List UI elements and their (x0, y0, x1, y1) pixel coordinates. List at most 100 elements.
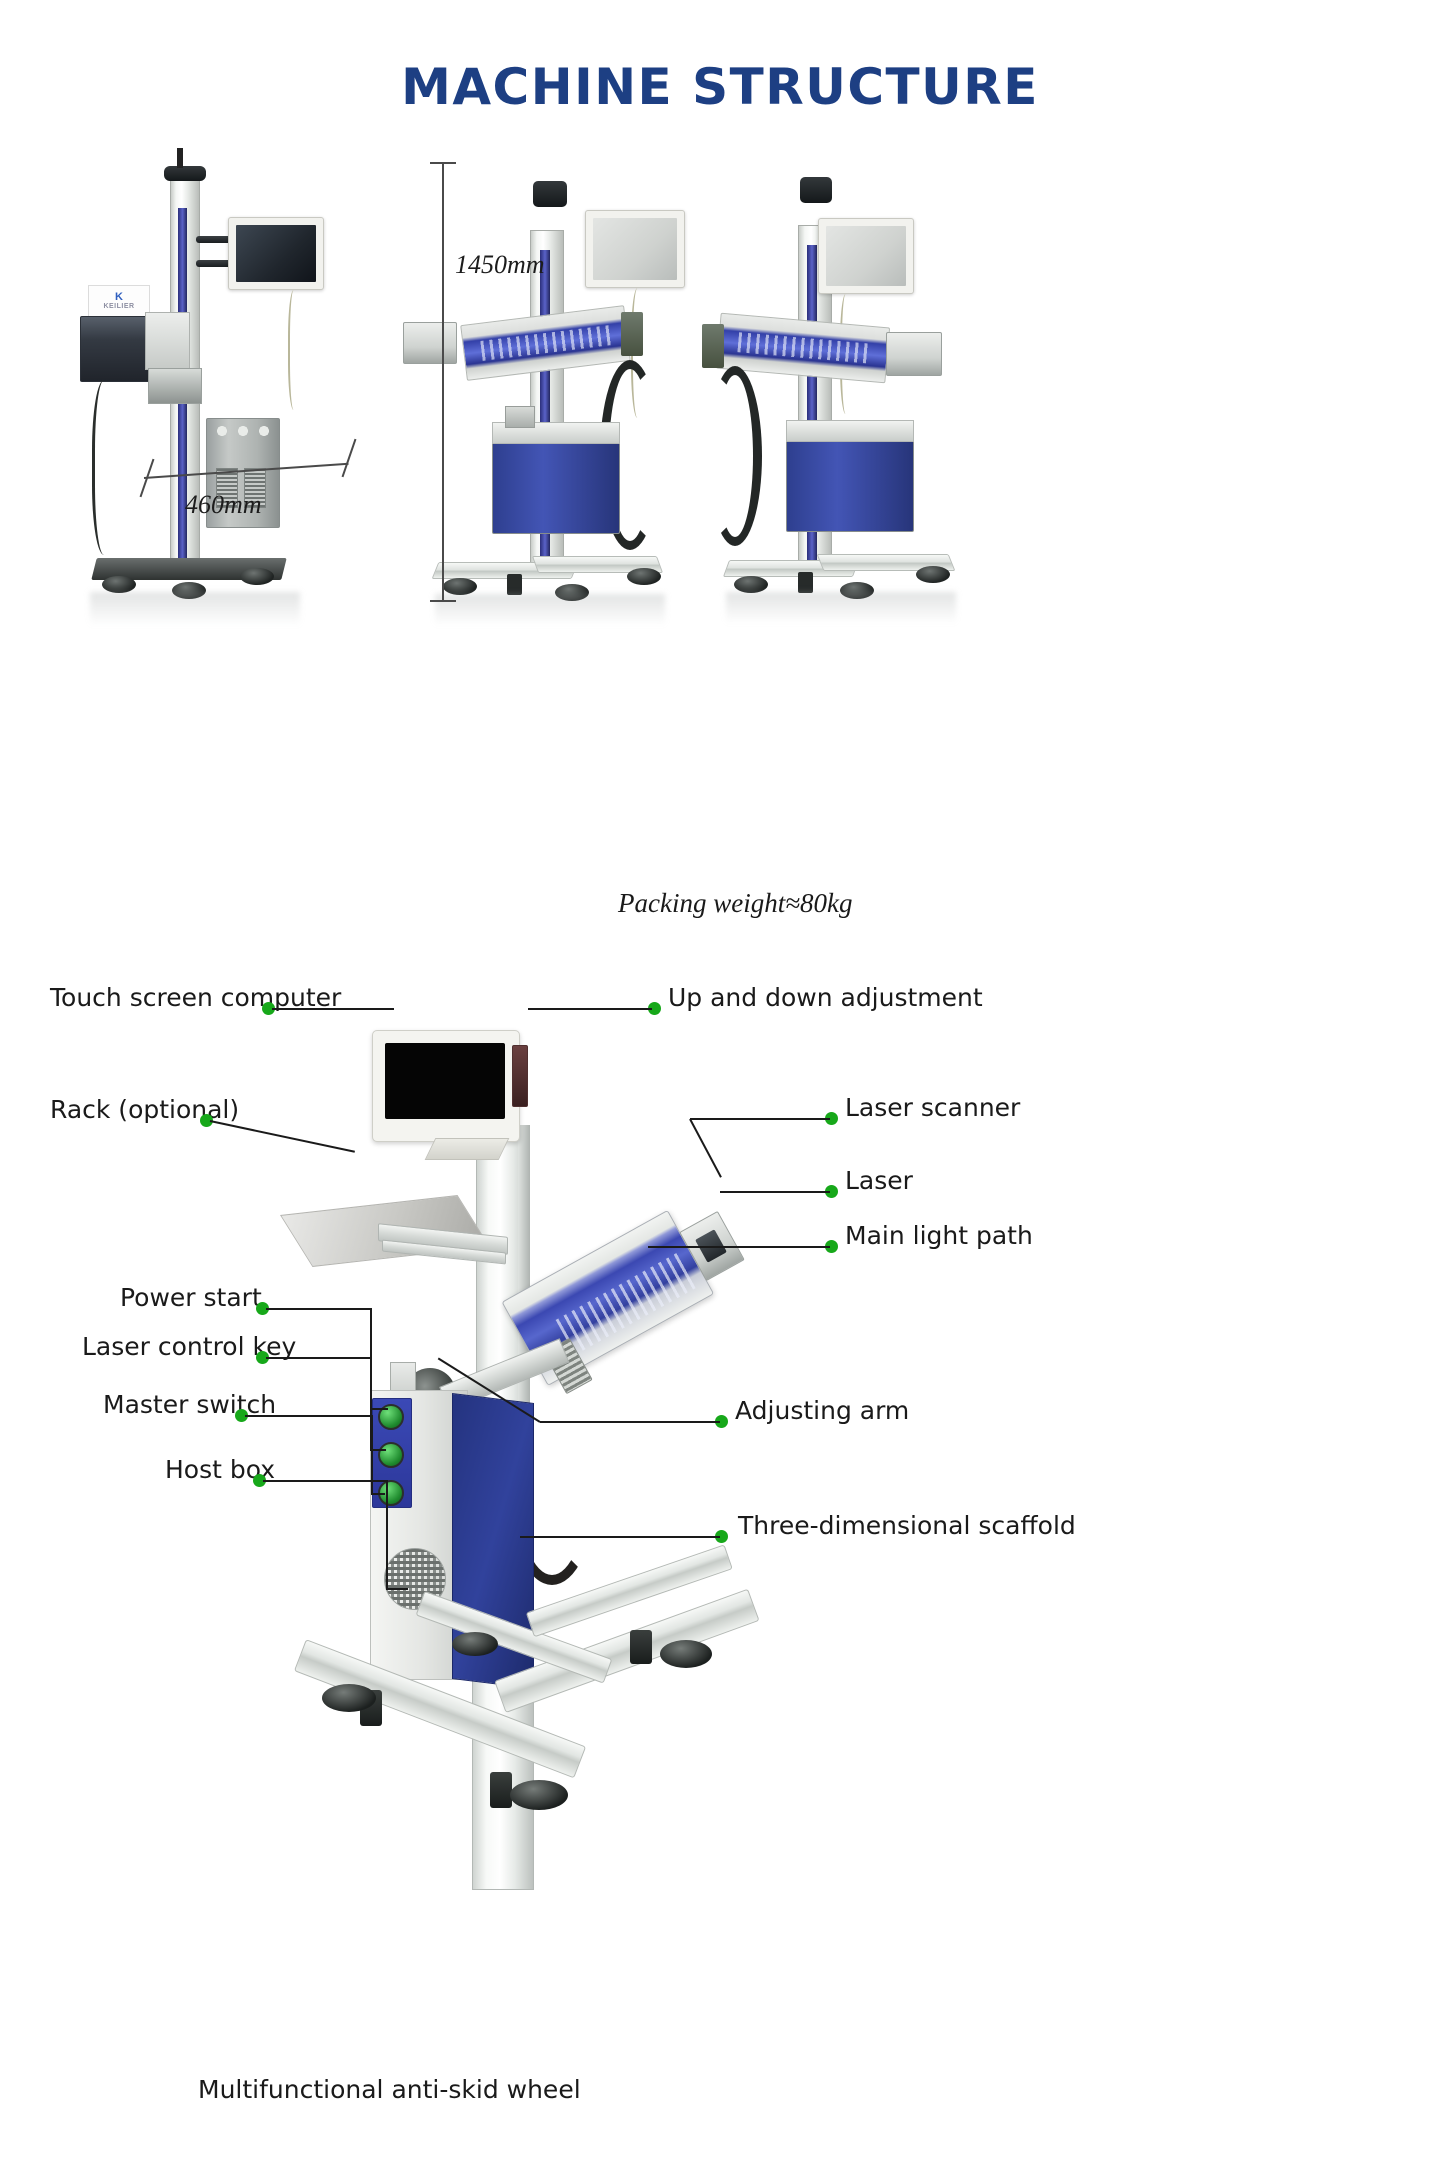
callout-dot-up-and-down-adjustment (648, 1002, 661, 1015)
machine3-touchscreen-glass (826, 226, 906, 286)
callout-label-power-start: Power start (120, 1283, 262, 1312)
touch-screen-display (385, 1043, 505, 1119)
machine1-foot-2 (172, 582, 206, 599)
machine1-reflection (90, 592, 300, 626)
callout-dot-laser-control-key (256, 1351, 269, 1364)
callout-line-host-box-riser (386, 1480, 388, 1588)
machine1-laser-mount (145, 312, 190, 370)
callout-dot-touch-screen-computer (262, 1002, 275, 1015)
machine1-laser-bracket (148, 368, 202, 404)
callout-line-rack-optional (209, 1120, 355, 1153)
machine1-foot-3 (240, 568, 274, 585)
machine1-monitor-arm-upper (196, 236, 240, 243)
callout-dot-laser-scanner (825, 1112, 838, 1125)
callout-dot-laser (825, 1185, 838, 1198)
callout-line-power-start (266, 1308, 370, 1310)
width-dimension-label: 460mm (185, 490, 262, 519)
machine2-caster-1 (507, 574, 522, 595)
brand-logo-mark: K (115, 291, 123, 303)
callout-line-power-start-tip (370, 1408, 388, 1410)
anti-skid-footpad-left (322, 1684, 376, 1712)
product-photo-angle-view-2 (690, 177, 980, 640)
machine2-foot-1 (443, 578, 477, 595)
anti-skid-footpad-far (452, 1632, 498, 1656)
machine1-brand-badge: K KEILIER (88, 285, 150, 317)
packing-weight-label: Packing weight≈80kg (618, 888, 853, 918)
callout-label-touch-screen-computer: Touch screen computer (50, 983, 342, 1012)
machine1-host-knobs (212, 424, 274, 438)
machine3-foot-3 (916, 566, 950, 583)
brand-logo-text: KEILIER (103, 303, 135, 310)
machine1-monitor-arm-lower (196, 260, 240, 267)
machine3-host-top (786, 420, 914, 442)
machine2-touchscreen (585, 210, 685, 288)
machine3-touchscreen (818, 218, 914, 294)
machine1-handwheel-crank (177, 148, 183, 168)
callout-label-main-light-path: Main light path (845, 1221, 1033, 1250)
callout-dot-power-start (256, 1302, 269, 1315)
callout-line-up-and-down-adjustment (528, 1008, 652, 1010)
power-start-button[interactable] (378, 1404, 404, 1430)
page-title: MACHINE STRUCTURE (401, 58, 1039, 116)
machine3-caster-1 (798, 572, 813, 593)
callout-line-adjusting-arm-h (540, 1421, 720, 1423)
machine2-column-slot (540, 250, 550, 570)
callout-line-host-box (263, 1480, 386, 1482)
callout-dot-main-light-path (825, 1240, 838, 1253)
callout-dot-rack-optional (200, 1114, 213, 1127)
machine3-reflection (726, 592, 956, 624)
product-photo-row: K KEILIER (0, 148, 1440, 980)
machine3-foot-2 (840, 582, 874, 599)
machine1-monitor-cable (288, 290, 302, 410)
callout-line-laser (720, 1191, 830, 1193)
callout-label-three-dimensional-scaffold: Three-dimensional scaffold (738, 1511, 1076, 1540)
callout-line-touch-screen-computer (272, 1008, 394, 1010)
anti-skid-footpad-bottom (510, 1780, 568, 1810)
machine3-laser-endcap (702, 324, 724, 368)
callout-line-main-light-path (648, 1246, 830, 1248)
machine3-handwheel (800, 177, 832, 203)
callout-dot-adjusting-arm (715, 1415, 728, 1428)
machine1-touchscreen-glass (236, 225, 316, 282)
anti-skid-caster-right (630, 1630, 652, 1664)
machine2-laser-scanner (403, 322, 457, 364)
callout-dot-master-switch (235, 1409, 248, 1422)
callout-line-laser-control-key-tip (370, 1449, 386, 1451)
machine1-laser-head (80, 316, 152, 382)
machine3-host-box (786, 440, 914, 532)
machine3-cable-hose (708, 366, 762, 546)
callout-line-master-switch-tip (371, 1493, 385, 1495)
anti-skid-footpad-right (660, 1640, 712, 1668)
machine2-foot-2 (555, 584, 589, 601)
machine1-foot-1 (102, 576, 136, 593)
height-dimension-label: 1450mm (455, 250, 545, 279)
machine3-foot-1 (734, 576, 768, 593)
machine2-foot-3 (627, 568, 661, 585)
callout-line-master-switch-rise (371, 1415, 373, 1493)
callout-label-laser-scanner: Laser scanner (845, 1093, 1021, 1122)
callout-label-multifunctional-anti-skid-wheel: Multifunctional anti-skid wheel (198, 2075, 581, 2104)
product-photo-front-view: K KEILIER (60, 148, 360, 650)
machine1-handwheel (164, 166, 206, 181)
machine2-control-panel (505, 406, 535, 428)
machine3-column-slot (807, 245, 817, 570)
machine1-head-cable (92, 380, 122, 555)
callout-label-up-and-down-adjustment: Up and down adjustment (668, 983, 983, 1012)
machine2-laser-endcap (621, 312, 643, 356)
machine1-host-vent-left (216, 468, 238, 508)
callout-dot-three-dimensional-scaffold (715, 1530, 728, 1543)
laser-control-key-button[interactable] (378, 1442, 404, 1468)
machine2-touchscreen-glass (593, 218, 677, 280)
callout-line-three-dimensional-scaffold (520, 1536, 720, 1538)
product-photo-angle-view-1 (395, 181, 685, 640)
callout-line-laser-scanner-h (690, 1118, 830, 1120)
touch-screen-monitor (372, 1030, 520, 1142)
machine1-touchscreen (228, 217, 324, 290)
machine2-host-box (492, 442, 620, 534)
machine-structure-diagram: Touch screen computer Rack (optional) Po… (0, 983, 1440, 2182)
callout-line-master-switch (245, 1415, 373, 1417)
machine2-handwheel (533, 181, 567, 207)
callout-line-host-box-tip (386, 1588, 408, 1590)
machine3-laser-scanner (886, 332, 942, 376)
monitor-side-module (512, 1045, 528, 1107)
